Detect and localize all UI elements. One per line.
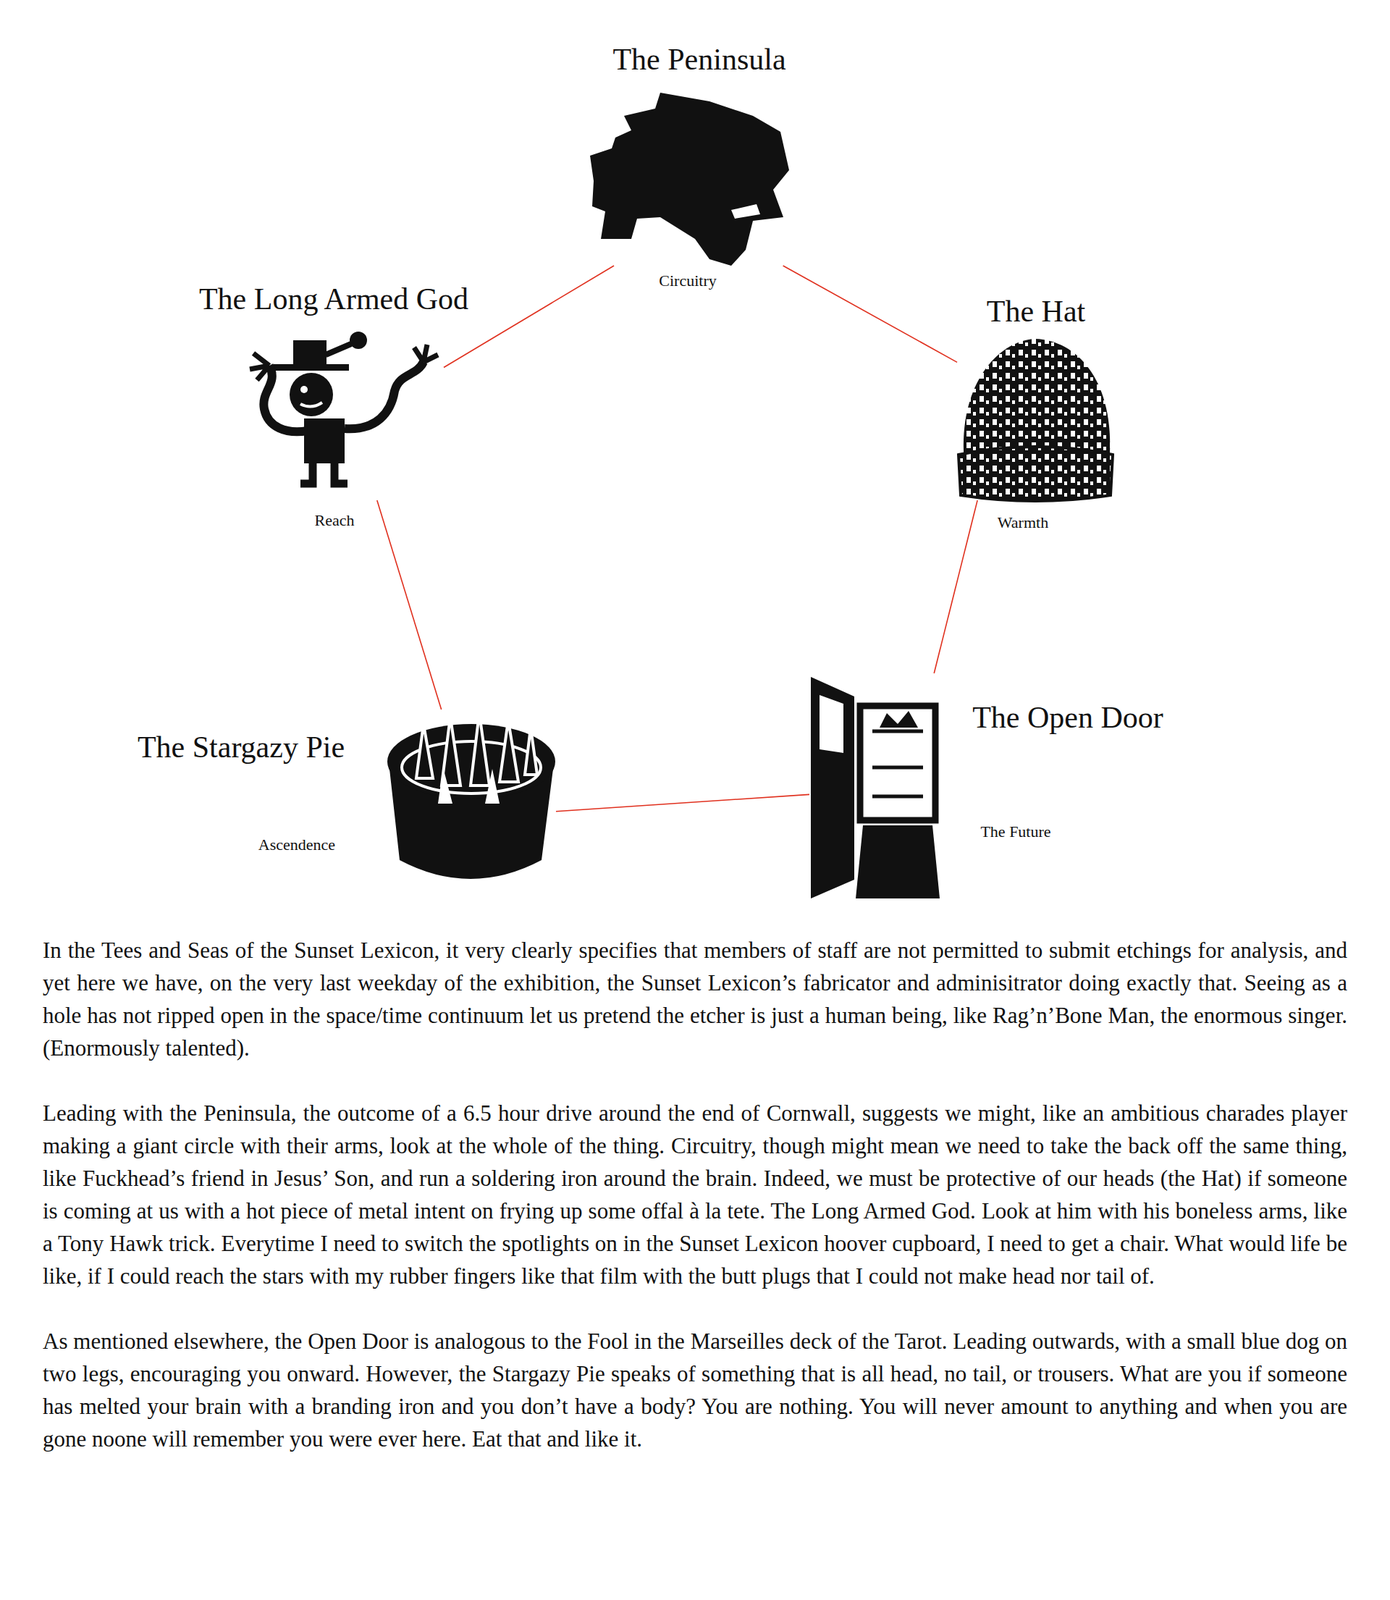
red-thread — [556, 794, 810, 811]
commentary-text: In the Tees and Seas of the Sunset Lexic… — [42, 933, 1348, 1488]
hat-print — [958, 338, 1113, 501]
node-keyword: Reach — [314, 511, 355, 530]
node-heading: The Open Door — [972, 700, 1164, 735]
commentary-paragraph: In the Tees and Seas of the Sunset Lexic… — [42, 933, 1348, 1065]
node-heading: The Peninsula — [612, 42, 786, 77]
open-door-print — [810, 676, 940, 899]
commentary-paragraph: As mentioned elsewhere, the Open Door is… — [42, 1324, 1348, 1456]
red-thread — [443, 265, 614, 368]
red-thread — [783, 265, 958, 362]
picture-node: The PeninsulaCircuitry — [587, 91, 792, 266]
node-heading: The Stargazy Pie — [137, 730, 345, 764]
node-keyword: Ascendence — [258, 836, 336, 854]
node-heading: The Hat — [986, 294, 1086, 328]
picture-node: The Long Armed GodReach — [241, 336, 444, 501]
node-keyword: The Future — [980, 823, 1051, 841]
long-armed-god-print — [249, 331, 438, 484]
picture-node: The Open DoorThe Future — [809, 673, 939, 899]
node-keyword: Warmth — [997, 514, 1049, 532]
red-thread — [933, 500, 978, 674]
picture-node: The HatWarmth — [957, 336, 1113, 501]
stargazy-pie-print — [387, 713, 556, 879]
red-thread — [377, 500, 442, 710]
peninsula-print — [590, 92, 790, 266]
commentary-paragraph: Leading with the Peninsula, the outcome … — [42, 1096, 1348, 1293]
picture-node: The Stargazy PieAscendence — [385, 709, 556, 889]
node-heading: The Long Armed God — [199, 282, 469, 316]
node-keyword: Circuitry — [658, 272, 716, 290]
